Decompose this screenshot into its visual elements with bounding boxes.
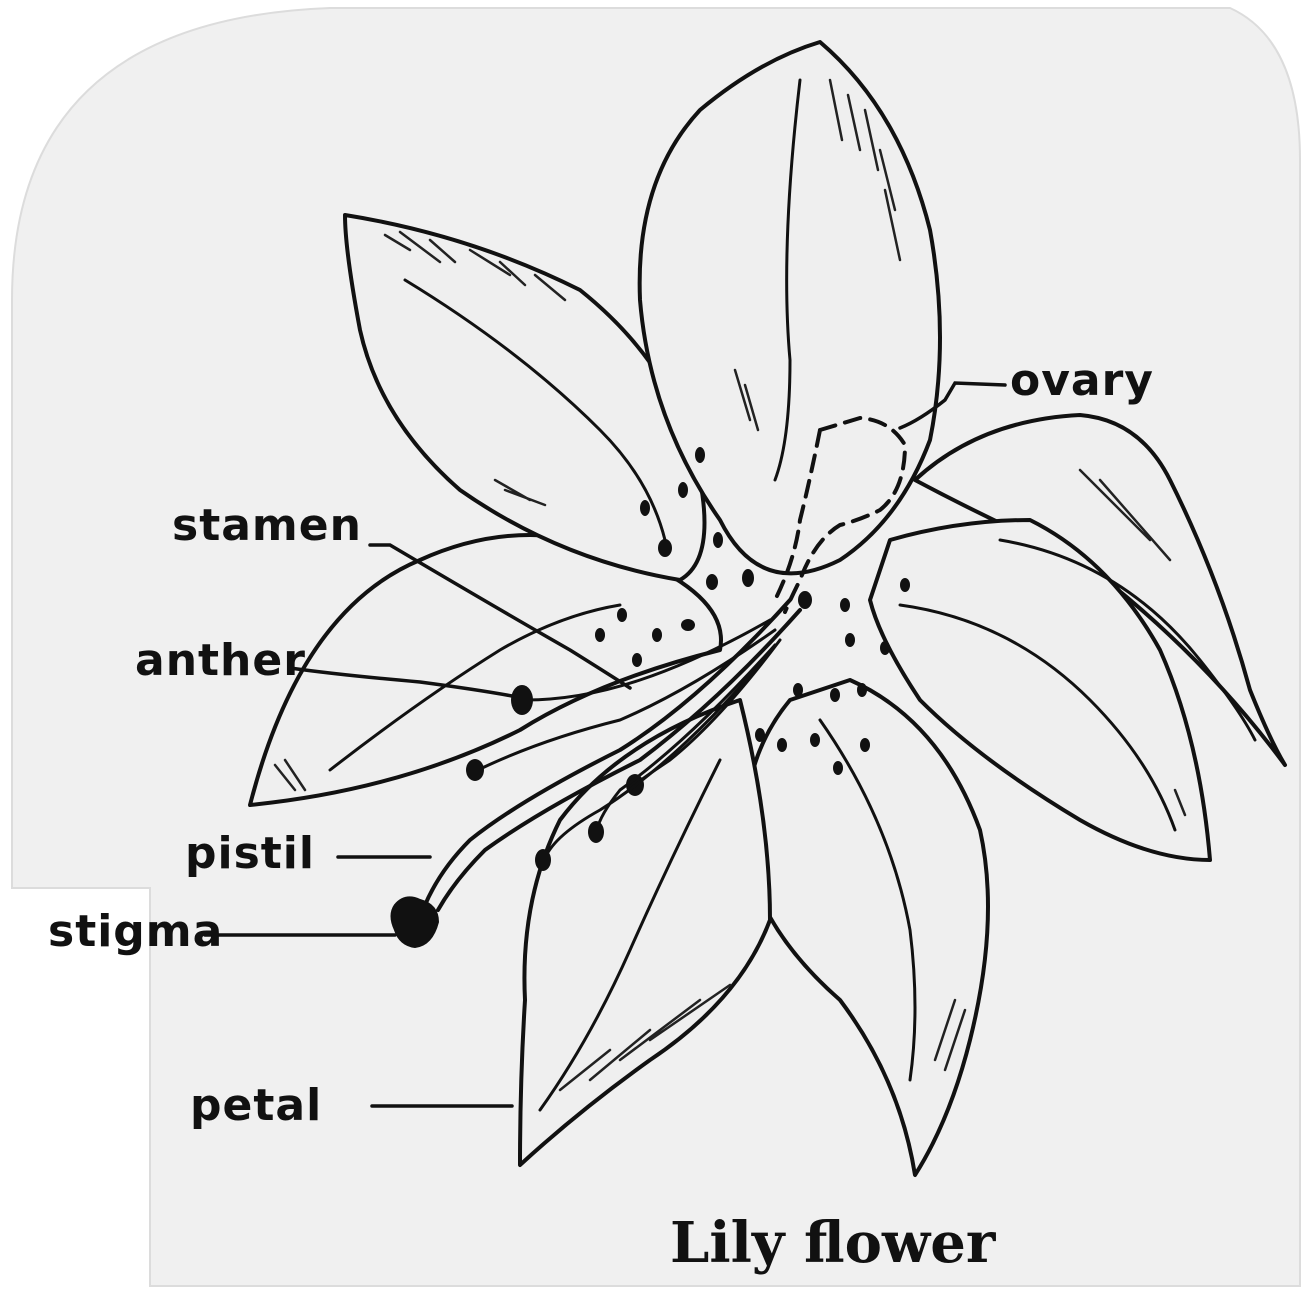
anther-4 xyxy=(588,821,604,843)
anther-1 xyxy=(511,685,533,715)
label-anther: anther xyxy=(135,635,306,686)
anther-5 xyxy=(535,849,551,871)
anther-2 xyxy=(466,759,484,781)
label-ovary: ovary xyxy=(1010,355,1154,406)
label-petal: petal xyxy=(190,1080,322,1131)
diagram-title: Lily flower xyxy=(670,1210,997,1276)
label-pistil: pistil xyxy=(185,828,315,879)
label-stamen: stamen xyxy=(172,500,362,551)
label-stigma: stigma xyxy=(48,906,223,957)
